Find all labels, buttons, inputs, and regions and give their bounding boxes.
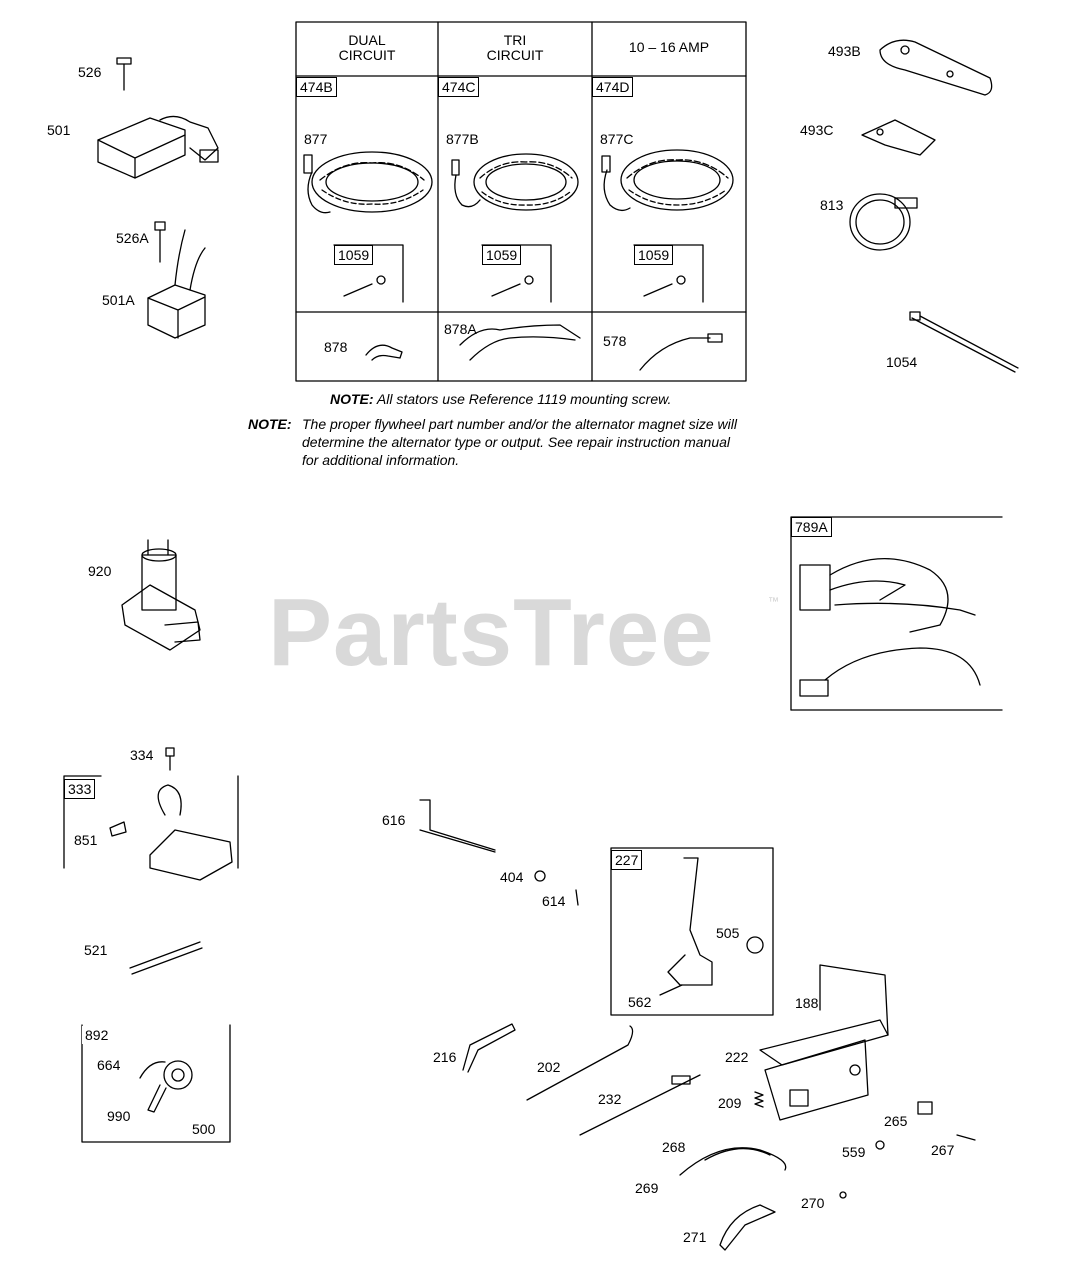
part-271-lever (719, 1204, 776, 1251)
part-920-solenoid (121, 539, 201, 651)
part-521-rod (129, 941, 203, 975)
part-270-washer (839, 1191, 847, 1199)
label-501: 501 (47, 122, 71, 138)
note-2-line-3: for additional information. (302, 452, 460, 468)
tag-474D: 474D (592, 77, 634, 97)
label-559: 559 (842, 1144, 866, 1160)
label-271: 271 (683, 1229, 707, 1245)
note-1-prefix: NOTE: (330, 391, 374, 407)
label-270: 270 (801, 1195, 825, 1211)
label-990: 990 (107, 1108, 131, 1124)
label-920: 920 (88, 563, 112, 579)
tag-1059-b: 1059 (482, 245, 522, 265)
table-header-amp: 10 – 16 AMP (628, 39, 710, 55)
tag-333: 333 (64, 779, 96, 799)
label-526: 526 (78, 64, 102, 80)
label-202: 202 (537, 1059, 561, 1075)
part-526-screw (116, 57, 132, 91)
label-877: 877 (304, 131, 328, 147)
label-216: 216 (433, 1049, 457, 1065)
label-562: 562 (628, 994, 652, 1010)
table-header-dual-circuit: DUAL CIRCUIT (338, 32, 396, 63)
label-188: 188 (795, 995, 819, 1011)
label-209: 209 (718, 1095, 742, 1111)
label-505: 505 (716, 925, 740, 941)
part-789A-harness (790, 516, 1003, 711)
table-header-tri-circuit: TRI CIRCUIT (486, 32, 544, 63)
label-268: 268 (662, 1139, 686, 1155)
label-578: 578 (603, 333, 627, 349)
label-878A: 878A (444, 321, 477, 337)
tag-227: 227 (611, 850, 643, 870)
note-1: NOTE: All stators use Reference 1119 mou… (330, 390, 671, 408)
note-2-line-1: The proper flywheel part number and/or t… (302, 416, 737, 432)
label-500: 500 (192, 1121, 216, 1137)
note-2-prefix: NOTE: (248, 415, 292, 433)
part-333-assembly (63, 747, 239, 881)
part-501-regulator (97, 115, 219, 179)
part-493C-bracket (861, 119, 936, 156)
label-493B: 493B (828, 43, 861, 59)
part-216-link (462, 1023, 516, 1073)
label-813: 813 (820, 197, 844, 213)
part-526A-screw (154, 221, 166, 263)
label-877B: 877B (446, 131, 479, 147)
label-269: 269 (635, 1180, 659, 1196)
stator-877C (601, 149, 734, 212)
part-559-nut (875, 1140, 885, 1150)
part-493B-bracket (879, 39, 993, 96)
label-614: 614 (542, 893, 566, 909)
note-2-line-2: determine the alternator type or output.… (302, 434, 731, 450)
part-404-nut (534, 870, 546, 882)
part-202-rod (526, 1025, 634, 1101)
note-1-text: All stators use Reference 1119 mounting … (373, 391, 672, 407)
part-265-clip (917, 1101, 933, 1115)
label-232: 232 (598, 1091, 622, 1107)
part-188-bracket (759, 964, 889, 1121)
label-334: 334 (130, 747, 154, 763)
part-616-rod (419, 799, 496, 853)
label-493C: 493C (800, 122, 834, 138)
tag-474B: 474B (296, 77, 337, 97)
tag-1059-a: 1059 (334, 245, 374, 265)
tag-789A: 789A (791, 517, 832, 537)
stator-877B (451, 153, 579, 211)
part-227-lever-box (610, 847, 774, 1016)
tag-474C: 474C (438, 77, 480, 97)
part-209-spring (754, 1091, 764, 1108)
label-222: 222 (725, 1049, 749, 1065)
part-501A-rectifier (147, 229, 206, 339)
label-404: 404 (500, 869, 524, 885)
part-267-screw (956, 1134, 976, 1141)
harness-parts (365, 324, 723, 371)
part-813-clamp (849, 193, 918, 251)
part-614-pin (575, 889, 579, 906)
label-877C: 877C (600, 131, 634, 147)
stator-877 (303, 151, 433, 214)
tag-1059-c: 1059 (634, 245, 674, 265)
label-878: 878 (324, 339, 348, 355)
part-232-rod (579, 1074, 701, 1136)
label-267: 267 (931, 1142, 955, 1158)
part-892-key-switch (81, 1024, 231, 1143)
screw-1059-group (343, 275, 686, 297)
part-1054-tie (909, 311, 1019, 373)
watermark-trademark: ™ (768, 596, 779, 608)
note-2-prefix-text: NOTE: (248, 416, 292, 432)
label-521: 521 (84, 942, 108, 958)
part-268-cable (679, 1147, 787, 1176)
label-526A: 526A (116, 230, 149, 246)
tag-892: 892 (82, 1026, 112, 1044)
label-501A: 501A (102, 292, 135, 308)
label-851: 851 (74, 832, 98, 848)
label-265: 265 (884, 1113, 908, 1129)
watermark: PartsTree (268, 579, 715, 686)
label-616: 616 (382, 812, 406, 828)
label-1054: 1054 (886, 354, 918, 370)
label-664: 664 (97, 1057, 121, 1073)
